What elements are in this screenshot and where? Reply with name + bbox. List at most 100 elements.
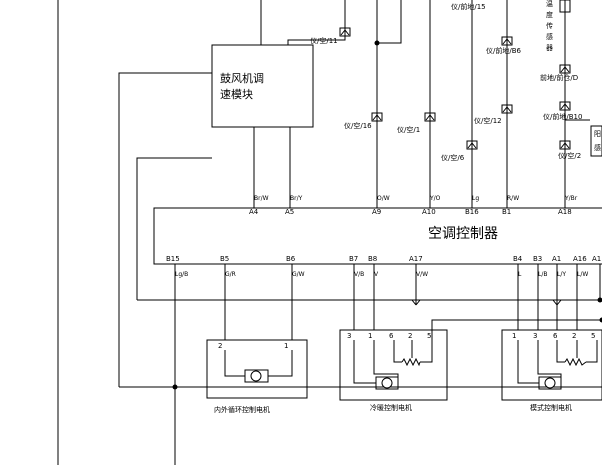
pin-label: B7 <box>349 255 358 263</box>
motor-pin: 5 <box>427 332 431 340</box>
warm-motor-box <box>339 329 448 401</box>
ref-label: 仪/空/11 <box>310 36 338 45</box>
wire-color: V/W <box>416 271 428 278</box>
motor-pin: 1 <box>512 332 516 340</box>
connector-symbol <box>559 140 571 150</box>
wire-color: V <box>374 271 379 278</box>
motor-icon <box>381 377 393 389</box>
pin-label: A10 <box>422 208 436 216</box>
wire-color: L/Y <box>557 271 566 278</box>
junction-dot <box>172 384 178 390</box>
recirc-motor-body <box>244 369 269 383</box>
motor-pin: 2 <box>408 332 412 340</box>
blower-module-box <box>211 44 314 128</box>
warm-resistor <box>401 357 421 367</box>
mode-wire-6 <box>556 340 565 363</box>
wire-color: Lg/B <box>175 271 188 278</box>
sensor-char: 阳 <box>594 129 601 138</box>
connector-symbol <box>501 104 513 114</box>
mode-motor-box <box>501 329 602 401</box>
motor-pin: 3 <box>347 332 351 340</box>
junction-dot-right <box>599 317 602 323</box>
ref-label: 前地/前仓/D <box>540 73 578 82</box>
connector-symbol <box>424 112 436 122</box>
motor-icon <box>544 377 556 389</box>
warm-motor-body <box>375 376 399 390</box>
warm-wire-3 <box>353 340 376 384</box>
sensor-char: 感 <box>594 143 601 152</box>
connector-symbol <box>371 112 383 122</box>
motor-pin: 3 <box>533 332 537 340</box>
pin-label: B3 <box>533 255 542 263</box>
wire-color: L/B <box>538 271 547 278</box>
mode-motor-label: 模式控制电机 <box>530 403 572 412</box>
motor-pin: 6 <box>389 332 394 340</box>
wire-color: Y/O <box>429 195 441 202</box>
controller-title: 空调控制器 <box>428 226 498 242</box>
a17-arrow <box>410 299 422 306</box>
junction-dot-top <box>374 40 380 46</box>
pin-label: B15 <box>166 255 180 263</box>
wire-color: V/B <box>354 271 364 278</box>
sensor-char: 温 <box>546 0 553 8</box>
ac-controller-box <box>153 207 602 265</box>
wire-color: G/W <box>292 271 305 278</box>
recirc-motor-box <box>206 339 308 399</box>
connector-symbol <box>339 27 351 37</box>
sensor-char: 器 <box>546 44 553 52</box>
connector-symbol <box>559 101 571 111</box>
ref-label: 仪/前地/B10 <box>543 112 582 121</box>
pin-label: B16 <box>465 208 479 216</box>
pin-label: A4 <box>249 208 259 216</box>
motor-pin: 2 <box>572 332 576 340</box>
recirc-wire-l <box>224 350 245 377</box>
ref-label: 仪/空/6 <box>441 153 465 162</box>
wire-color: Lg <box>472 195 479 202</box>
wire-color: G/R <box>225 271 236 278</box>
mode-wire-1 <box>517 340 539 384</box>
motor-icon <box>250 370 262 382</box>
sun-sensor-box <box>590 125 602 157</box>
mode-wire-5 <box>586 340 598 363</box>
pin-label: A17 <box>409 255 423 263</box>
pin-label: B1 <box>502 208 511 216</box>
pin-label: A1 <box>592 255 601 263</box>
ref-label: 仪/前地/B6 <box>486 46 522 55</box>
pin-label: A5 <box>285 208 294 216</box>
connector-symbol <box>501 36 513 46</box>
blower-feed-wire-2 <box>136 157 212 300</box>
ref-label: 仪/空/2 <box>558 151 581 160</box>
temp-sensor-box <box>559 0 571 13</box>
motor-pin: 1 <box>284 342 288 350</box>
sensor-char: 感 <box>546 32 553 41</box>
ref-label: 仪/空/12 <box>474 116 502 125</box>
motor-pin: 2 <box>218 342 222 350</box>
pin-label: B6 <box>286 255 296 263</box>
recirc-wire-r <box>268 350 293 377</box>
blower-module-label-2: 速模块 <box>220 88 253 101</box>
wire-color: Y/Br <box>564 195 578 202</box>
junction-dot-right-2 <box>597 297 602 303</box>
connector-symbol <box>466 140 478 150</box>
wire-color: O/W <box>377 195 390 202</box>
ref-label: 仪/前地/15 <box>451 2 486 11</box>
pin-label: B4 <box>513 255 523 263</box>
motor-pin: 6 <box>553 332 558 340</box>
wire-color: L/W <box>577 271 588 278</box>
blower-module-label-1: 鼓风机调 <box>220 71 264 85</box>
wire-color: Br/Y <box>290 195 303 202</box>
pin-label: B8 <box>368 255 377 263</box>
motor-pin: 1 <box>368 332 372 340</box>
mode-motor-body <box>538 376 562 390</box>
wire-color: Br/W <box>254 195 269 202</box>
pin-label: A16 <box>573 255 587 263</box>
top-wire-2 <box>287 0 346 45</box>
a9-branch <box>377 0 402 44</box>
wire-color: R/W <box>507 195 519 202</box>
blower-feed-wire <box>118 72 212 387</box>
ref-label: 仪/空/16 <box>344 121 372 130</box>
connector-symbol <box>559 64 571 74</box>
warm-wire-5 <box>420 340 433 363</box>
mode-feed-wire <box>431 319 602 340</box>
